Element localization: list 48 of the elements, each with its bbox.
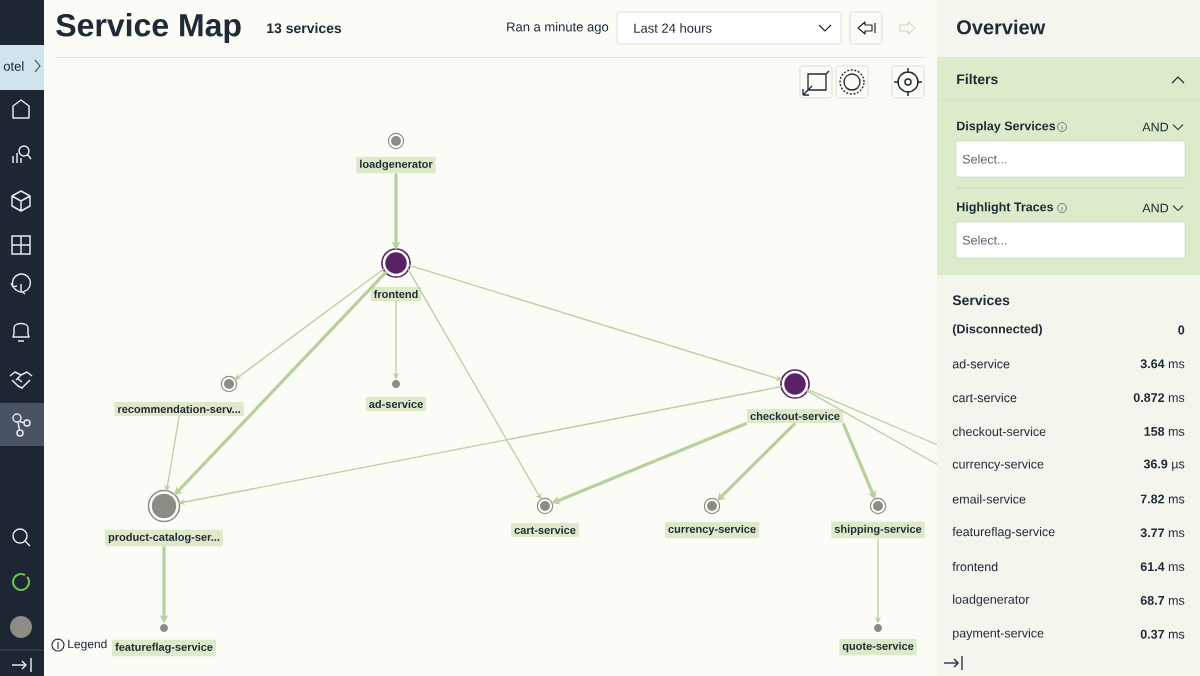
input-field: Select... bbox=[955, 140, 1186, 178]
service-name: loadgenerator bbox=[953, 594, 1030, 607]
status-text: Ran a minute ago bbox=[507, 21, 609, 35]
operator-dropdown: AND bbox=[1142, 203, 1184, 213]
arrow bbox=[178, 385, 784, 505]
environment-tab: otel bbox=[0, 45, 44, 90]
service-name: currency-service bbox=[952, 459, 1044, 472]
service-node: cart-service bbox=[511, 497, 579, 538]
latency-value: 61.4 ms bbox=[1140, 562, 1185, 572]
service-node: quote-service bbox=[839, 624, 917, 656]
service-node: currency-service bbox=[665, 497, 760, 539]
service-name: (Disconnected) bbox=[952, 324, 1042, 336]
service-name: checkout-service bbox=[952, 426, 1046, 436]
service-name: frontend bbox=[952, 562, 998, 572]
arrow bbox=[551, 421, 748, 505]
service-name: payment-service bbox=[953, 628, 1044, 641]
service-name: cart-service bbox=[952, 393, 1017, 403]
service-name: email-service bbox=[952, 494, 1026, 504]
arrow bbox=[841, 422, 877, 500]
service-count: 13 services bbox=[267, 22, 342, 34]
field-label: Highlight Traces bbox=[957, 202, 1054, 214]
latency-value: 68.7 ms bbox=[1140, 595, 1185, 605]
input-field: Select... bbox=[955, 221, 1186, 259]
page-title: Service Map bbox=[56, 13, 241, 43]
field-label: Display Services bbox=[957, 121, 1056, 133]
service-node: featureflag-service bbox=[112, 624, 216, 657]
latency-value: 36.9 µs bbox=[1143, 459, 1185, 471]
service-name: featureflag-service bbox=[952, 527, 1055, 539]
service-name: ad-service bbox=[952, 359, 1010, 369]
service-node: frontend bbox=[370, 248, 422, 302]
service-node: checkout-service bbox=[747, 369, 843, 424]
latency-value: 7.82 ms bbox=[1140, 494, 1185, 504]
section-heading: Services bbox=[952, 294, 1010, 306]
latency-value: 0 bbox=[1178, 325, 1185, 335]
operator-dropdown: AND bbox=[1142, 122, 1184, 132]
service-node: product-catalog-ser... bbox=[105, 489, 223, 547]
service-node: ad-service bbox=[365, 380, 427, 412]
latency-value: 3.64 ms bbox=[1140, 359, 1185, 369]
service-node: shipping-service bbox=[831, 497, 925, 539]
latency-value: 0.37 ms bbox=[1140, 629, 1185, 639]
service-node: loadgenerator bbox=[356, 132, 436, 174]
latency-value: 0.872 ms bbox=[1133, 393, 1185, 403]
panel-title: Overview bbox=[957, 19, 1046, 35]
time-range-dropdown: Last 24 hours bbox=[616, 11, 842, 45]
latency-value: 158 ms bbox=[1144, 426, 1185, 436]
service-node: recommendation-serv... bbox=[114, 375, 244, 417]
section-heading: Filters bbox=[957, 73, 998, 85]
latency-value: 3.77 ms bbox=[1140, 528, 1185, 538]
